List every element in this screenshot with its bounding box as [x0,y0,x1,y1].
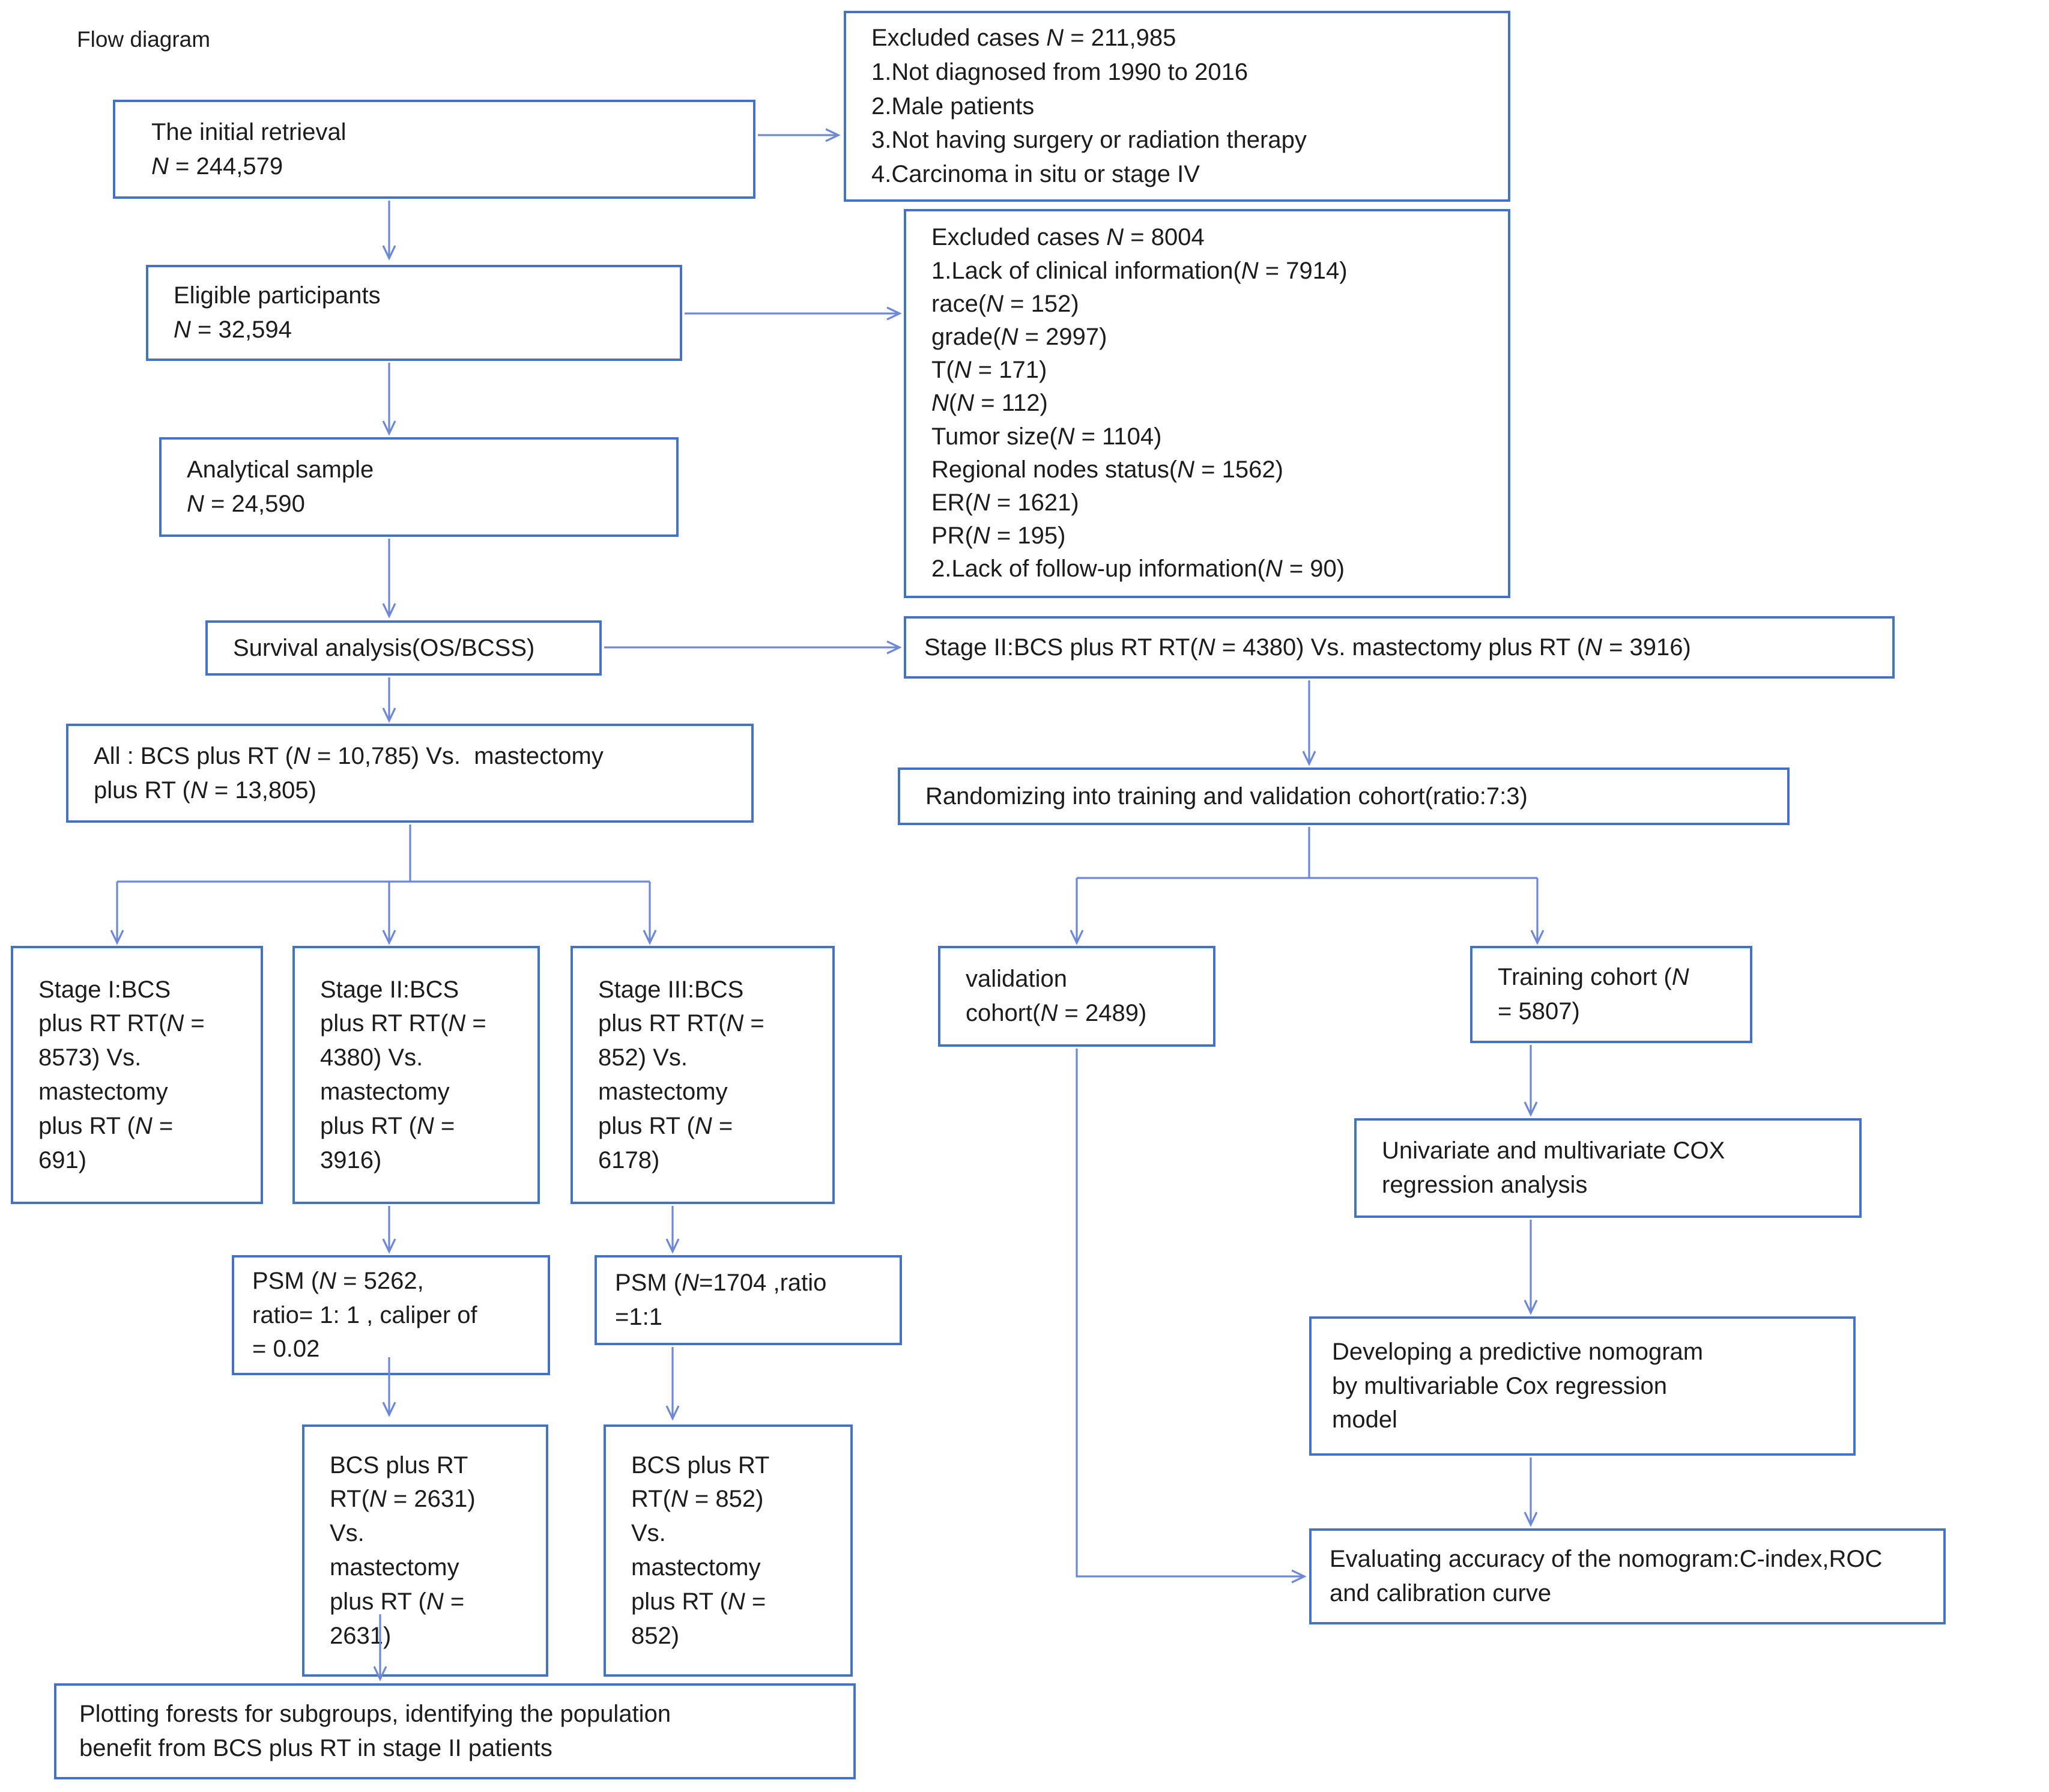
node-stage2-comparison-wide-text: Stage II:BCS plus RT RT(N = 4380) Vs. ma… [924,634,1691,661]
node-psm-stage3: PSM (N=1704 ,ratio =1:1 [595,1255,902,1345]
node-stage3-comparison: Stage III:BCS plus RT RT(N = 852) Vs. ma… [571,946,835,1204]
node-training-cohort-text: Training cohort (N = 5807) [1498,964,1689,1025]
figure-title: Flow diagram [77,27,211,52]
node-analytical-sample-text: Analytical sample N = 24,590 [187,456,374,517]
node-eligible-participants: Eligible participants N = 32,594 [146,265,682,361]
node-stage2-comparison-text: Stage II:BCS plus RT RT(N = 4380) Vs. ma… [320,976,486,1173]
node-training-cohort: Training cohort (N = 5807) [1470,946,1752,1043]
node-psm-stage2: PSM (N = 5262, ratio= 1: 1 , caliper of … [232,1255,550,1375]
node-excluded-cases-2: Excluded cases N = 8004 1.Lack of clinic… [904,209,1510,598]
node-excluded-cases-2-text: Excluded cases N = 8004 1.Lack of clinic… [931,224,1348,583]
node-validation-cohort-text: validation cohort(N = 2489) [966,966,1147,1026]
node-survival-analysis-text: Survival analysis(OS/BCSS) [233,634,535,661]
node-randomizing: Randomizing into training and validation… [898,767,1790,825]
node-psm-stage3-text: PSM (N=1704 ,ratio =1:1 [615,1270,827,1330]
node-initial-retrieval: The initial retrieval N = 244,579 [113,100,755,199]
node-stage1-comparison: Stage I:BCS plus RT RT(N = 8573) Vs. mas… [11,946,263,1204]
node-psm-stage2-text: PSM (N = 5262, ratio= 1: 1 , caliper of … [252,1267,477,1363]
node-randomizing-text: Randomizing into training and validation… [925,782,1528,810]
node-stage2-comparison: Stage II:BCS plus RT RT(N = 4380) Vs. ma… [292,946,540,1204]
node-bcs-852: BCS plus RT RT(N = 852) Vs. mastectomy p… [604,1424,853,1677]
node-initial-retrieval-text: The initial retrieval N = 244,579 [151,118,347,180]
node-cox-regression: Univariate and multivariate COX regressi… [1354,1118,1862,1218]
node-validation-cohort: validation cohort(N = 2489) [938,946,1215,1047]
node-excluded-cases-1: Excluded cases N = 211,985 1.Not diagnos… [844,11,1510,202]
node-bcs-2631-text: BCS plus RT RT(N = 2631) Vs. mastectomy … [330,1451,476,1649]
node-evaluating-accuracy-text: Evaluating accuracy of the nomogram:C-in… [1330,1546,1883,1606]
node-bcs-852-text: BCS plus RT RT(N = 852) Vs. mastectomy p… [631,1451,770,1649]
node-all-comparison-text: All : BCS plus RT (N = 10,785) Vs. maste… [94,742,604,804]
node-evaluating-accuracy: Evaluating accuracy of the nomogram:C-in… [1309,1528,1946,1624]
node-developing-nomogram: Developing a predictive nomogram by mult… [1309,1316,1856,1456]
node-bcs-2631: BCS plus RT RT(N = 2631) Vs. mastectomy … [302,1424,548,1677]
node-cox-regression-text: Univariate and multivariate COX regressi… [1382,1137,1725,1198]
node-plotting-forests: Plotting forests for subgroups, identify… [54,1683,856,1779]
node-stage3-comparison-text: Stage III:BCS plus RT RT(N = 852) Vs. ma… [598,976,764,1173]
node-eligible-participants-text: Eligible participants N = 32,594 [174,282,381,343]
node-developing-nomogram-text: Developing a predictive nomogram by mult… [1332,1338,1704,1433]
node-stage2-comparison-wide: Stage II:BCS plus RT RT(N = 4380) Vs. ma… [904,616,1895,679]
node-survival-analysis: Survival analysis(OS/BCSS) [205,620,602,676]
node-analytical-sample: Analytical sample N = 24,590 [159,437,679,537]
node-all-comparison: All : BCS plus RT (N = 10,785) Vs. maste… [66,724,754,823]
node-plotting-forests-text: Plotting forests for subgroups, identify… [79,1701,671,1761]
node-stage1-comparison-text: Stage I:BCS plus RT RT(N = 8573) Vs. mas… [38,976,205,1173]
arrow-validation-to-evaluating [1076,1049,1307,1584]
node-excluded-cases-1-text: Excluded cases N = 211,985 1.Not diagnos… [871,25,1307,188]
